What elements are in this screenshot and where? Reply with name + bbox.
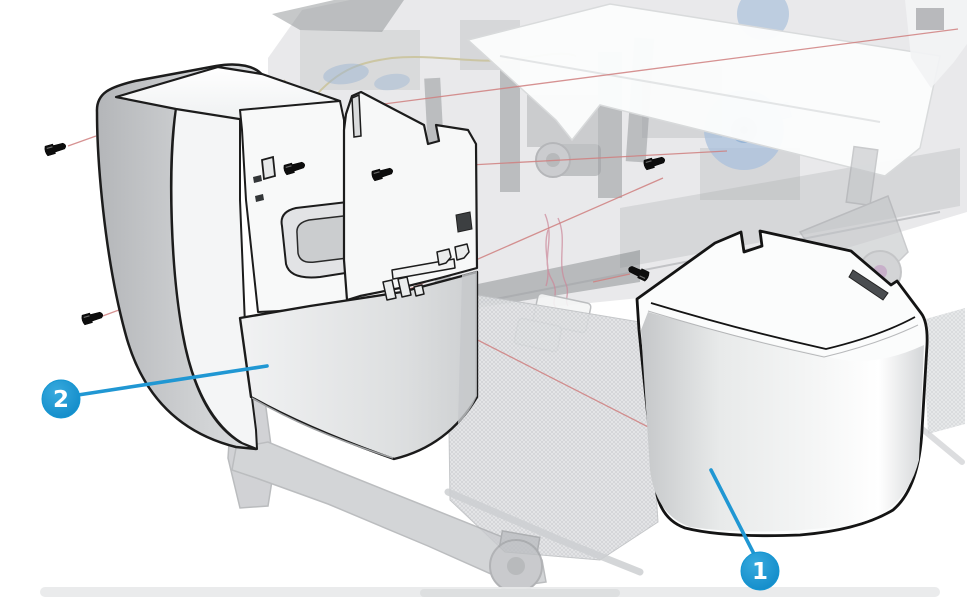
small-cover-front-shading bbox=[641, 312, 924, 532]
basket bbox=[444, 289, 965, 576]
small-cover-handle-slot bbox=[848, 269, 889, 301]
skirt-right-shade bbox=[458, 271, 477, 424]
cover-left-front bbox=[170, 97, 258, 450]
latch-hook bbox=[436, 248, 452, 266]
door-hinge-tab bbox=[255, 194, 264, 202]
basket-rod-right bbox=[918, 425, 965, 465]
callout-2: 2 bbox=[41, 364, 269, 419]
callout-1: 1 bbox=[709, 468, 780, 591]
latch-peg bbox=[382, 279, 397, 301]
screws bbox=[44, 142, 665, 326]
small-cover-lid-seam bbox=[650, 302, 916, 350]
right-panel-slot bbox=[351, 93, 362, 138]
latch-peg bbox=[397, 276, 412, 298]
basket-mesh bbox=[446, 289, 659, 561]
door-latch-hole bbox=[261, 155, 276, 181]
callout-1-badge bbox=[740, 551, 780, 591]
skirt-bottom-shadow bbox=[251, 397, 394, 459]
callout-2-number: 2 bbox=[53, 387, 69, 413]
printer-top-trim bbox=[272, 0, 404, 32]
latch-details bbox=[382, 243, 470, 301]
screw bbox=[643, 156, 665, 171]
screw bbox=[44, 142, 66, 157]
screw bbox=[371, 167, 393, 182]
right-panel-square-hole bbox=[455, 211, 473, 233]
small-cover-lid-seam-2 bbox=[647, 310, 919, 358]
left-cover-assembly bbox=[95, 63, 479, 461]
alignment-line bbox=[67, 135, 97, 147]
screw bbox=[628, 266, 650, 282]
floor-shadow-dark bbox=[420, 589, 620, 597]
small-cover bbox=[635, 229, 929, 538]
carriage-part bbox=[323, 63, 369, 85]
screw bbox=[283, 161, 305, 176]
callout-2-badge bbox=[41, 379, 81, 419]
alignment-line bbox=[360, 28, 959, 108]
latch-bit bbox=[413, 284, 425, 297]
latch-hook bbox=[454, 243, 470, 261]
alignment-line bbox=[592, 273, 631, 283]
basket-front-rod bbox=[444, 488, 644, 576]
carriage-part-2 bbox=[374, 73, 410, 91]
cover-right-panel bbox=[342, 90, 479, 302]
screw bbox=[81, 311, 103, 326]
callout-1-number: 1 bbox=[752, 559, 768, 585]
right-end-detail bbox=[916, 8, 944, 30]
callout-2-leader bbox=[76, 364, 269, 397]
door-hinge-tab bbox=[253, 175, 262, 183]
window-crease bbox=[499, 55, 881, 123]
basket-mesh-right bbox=[922, 308, 965, 434]
near-leg bbox=[227, 392, 547, 593]
callout-1-leader bbox=[709, 468, 756, 556]
